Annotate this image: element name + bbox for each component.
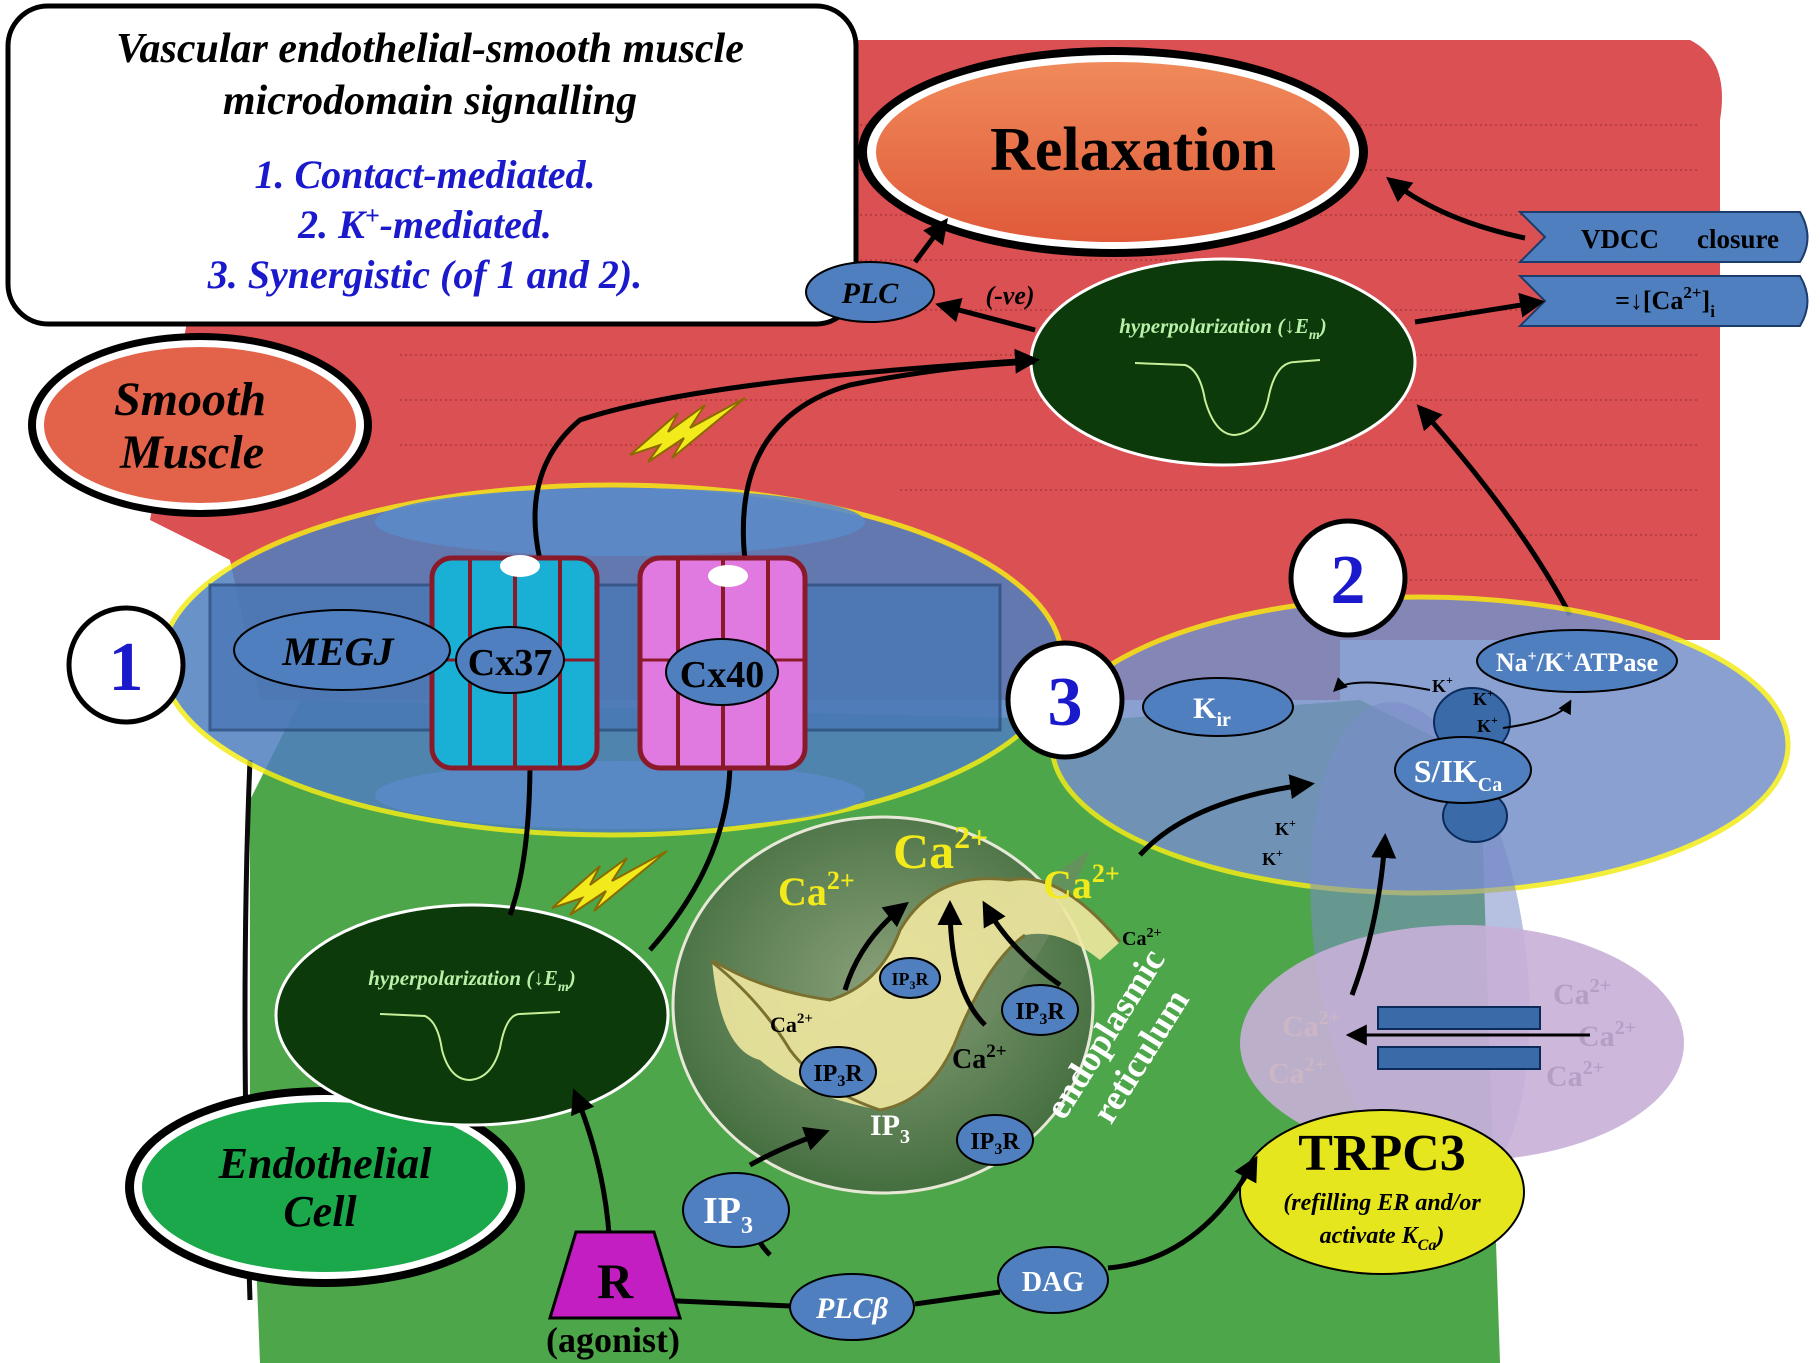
svg-text:Cx37: Cx37 bbox=[468, 642, 552, 684]
vdcc-closure: VDCC closure bbox=[1517, 211, 1809, 263]
svg-text:activate KCa): activate KCa) bbox=[1320, 1223, 1445, 1254]
svg-text:K+: K+ bbox=[1477, 713, 1498, 736]
svg-text:VDCC: VDCC bbox=[1581, 224, 1659, 254]
title-item2: 2. K+-mediated. bbox=[297, 201, 552, 247]
svg-text:Ca2+: Ca2+ bbox=[1043, 859, 1120, 907]
title-item3: 3. Synergistic (of 1 and 2). bbox=[207, 252, 642, 297]
svg-text:3: 3 bbox=[1048, 664, 1083, 741]
title-item1: 1. Contact-mediated. bbox=[254, 152, 595, 197]
smooth-muscle-label: Smooth Muscle bbox=[28, 333, 372, 517]
endothelial-label: Endothelial Cell bbox=[125, 1087, 525, 1287]
svg-text:Relaxation: Relaxation bbox=[990, 116, 1276, 184]
er-calcium-arrows bbox=[842, 774, 1315, 1027]
svg-text:Smooth: Smooth bbox=[114, 373, 266, 426]
number-1: 1 bbox=[66, 605, 186, 725]
plc-node: PLC bbox=[805, 261, 935, 323]
svg-text:R: R bbox=[597, 1253, 634, 1309]
number-2: 2 bbox=[1288, 518, 1408, 638]
relaxation-node: Relaxation bbox=[858, 47, 1368, 257]
svg-text:TRPC3: TRPC3 bbox=[1298, 1125, 1466, 1182]
title-box: Vascular endothelial-smooth muscle micro… bbox=[5, 3, 859, 327]
ec-hyperpolarization: hyperpolarization (↓Em) bbox=[274, 903, 670, 1127]
lightning-bolts bbox=[551, 397, 746, 916]
svg-text:IP3R: IP3R bbox=[813, 1061, 863, 1090]
svg-text:=↓[Ca2+]i: =↓[Ca2+]i bbox=[1615, 283, 1715, 321]
svg-text:S/IKCa: S/IKCa bbox=[1414, 753, 1502, 796]
svg-text:Na+/K+ATPase: Na+/K+ATPase bbox=[1496, 648, 1658, 677]
svg-text:Cx40: Cx40 bbox=[680, 654, 764, 696]
svg-text:Muscle: Muscle bbox=[119, 426, 264, 479]
sikca-channel: S/IKCa bbox=[1394, 687, 1532, 843]
negative-label: (-ve) bbox=[985, 281, 1034, 310]
na-k-atpase: Na+/K+ATPase bbox=[1476, 629, 1678, 693]
svg-text:Cell: Cell bbox=[283, 1187, 357, 1236]
ip3-node: IP3 bbox=[682, 1172, 790, 1248]
cx37-connexon: Cx37 bbox=[429, 555, 600, 771]
svg-text:closure: closure bbox=[1697, 224, 1779, 254]
smc-hyperpolarization: hyperpolarization (↓Em) bbox=[1029, 257, 1417, 467]
svg-text:hyperpolarization (↓Em): hyperpolarization (↓Em) bbox=[1119, 314, 1327, 343]
svg-text:Ca2+: Ca2+ bbox=[893, 819, 988, 879]
cx40-connexon: Cx40 bbox=[637, 555, 808, 771]
ip3-er-label: IP3 bbox=[870, 1109, 910, 1148]
title-line2: microdomain signalling bbox=[223, 78, 637, 124]
svg-text:Ca2+: Ca2+ bbox=[1122, 926, 1161, 950]
receptor-node: R (agonist) bbox=[546, 1230, 683, 1360]
svg-text:PLC: PLC bbox=[841, 277, 900, 310]
svg-text:K+: K+ bbox=[1262, 846, 1283, 869]
svg-text:IP3R: IP3R bbox=[1015, 999, 1065, 1028]
svg-text:(refilling ER and/or: (refilling ER and/or bbox=[1283, 1190, 1481, 1216]
svg-text:DAG: DAG bbox=[1022, 1267, 1084, 1298]
ip3r-receptors: IP3R IP3R IP3R IP3R bbox=[799, 957, 1079, 1166]
megj-label: MEGJ bbox=[233, 609, 451, 691]
svg-text:IP3: IP3 bbox=[703, 1190, 753, 1239]
gap-junction-lines bbox=[507, 348, 1040, 952]
svg-text:K+: K+ bbox=[1432, 673, 1453, 696]
plcb-node: PLCβ bbox=[789, 1273, 915, 1341]
svg-text:MEGJ: MEGJ bbox=[281, 629, 395, 674]
svg-text:K+: K+ bbox=[1473, 686, 1494, 709]
dag-node: DAG bbox=[997, 1246, 1109, 1314]
svg-text:1: 1 bbox=[109, 629, 144, 706]
kir-channel: Kir bbox=[1142, 677, 1294, 737]
number-3: 3 bbox=[1005, 640, 1125, 760]
svg-text:2: 2 bbox=[1331, 542, 1366, 619]
k-ion-labels: K+ K+ K+ K+ K+ bbox=[1262, 673, 1498, 869]
svg-text:Ca2+: Ca2+ bbox=[770, 1011, 813, 1037]
svg-text:K+: K+ bbox=[1275, 816, 1296, 839]
smc-arrows bbox=[913, 176, 1573, 617]
svg-text:IP3R: IP3R bbox=[892, 969, 930, 992]
trpc3-node: TRPC3 (refilling ER and/or activate KCa) bbox=[1239, 1109, 1525, 1275]
svg-text:Kir: Kir bbox=[1193, 692, 1231, 731]
svg-text:(agonist): (agonist) bbox=[546, 1320, 680, 1360]
svg-text:Ca2+: Ca2+ bbox=[952, 1041, 1007, 1075]
title-line1: Vascular endothelial-smooth muscle bbox=[116, 26, 744, 72]
svg-text:PLCβ: PLCβ bbox=[815, 1292, 889, 1325]
svg-text:Ca2+: Ca2+ bbox=[778, 866, 855, 914]
k-ion-arrows bbox=[1333, 677, 1572, 729]
trpc3-pore-region bbox=[1240, 925, 1684, 1161]
svg-text:IP3R: IP3R bbox=[970, 1129, 1020, 1158]
svg-text:Endothelial: Endothelial bbox=[218, 1139, 432, 1188]
ca-intracellular-decrease: =↓[Ca2+]i bbox=[1517, 275, 1809, 327]
svg-text:hyperpolarization (↓Em): hyperpolarization (↓Em) bbox=[368, 966, 576, 995]
trpc3-arrows bbox=[1345, 833, 1590, 1046]
